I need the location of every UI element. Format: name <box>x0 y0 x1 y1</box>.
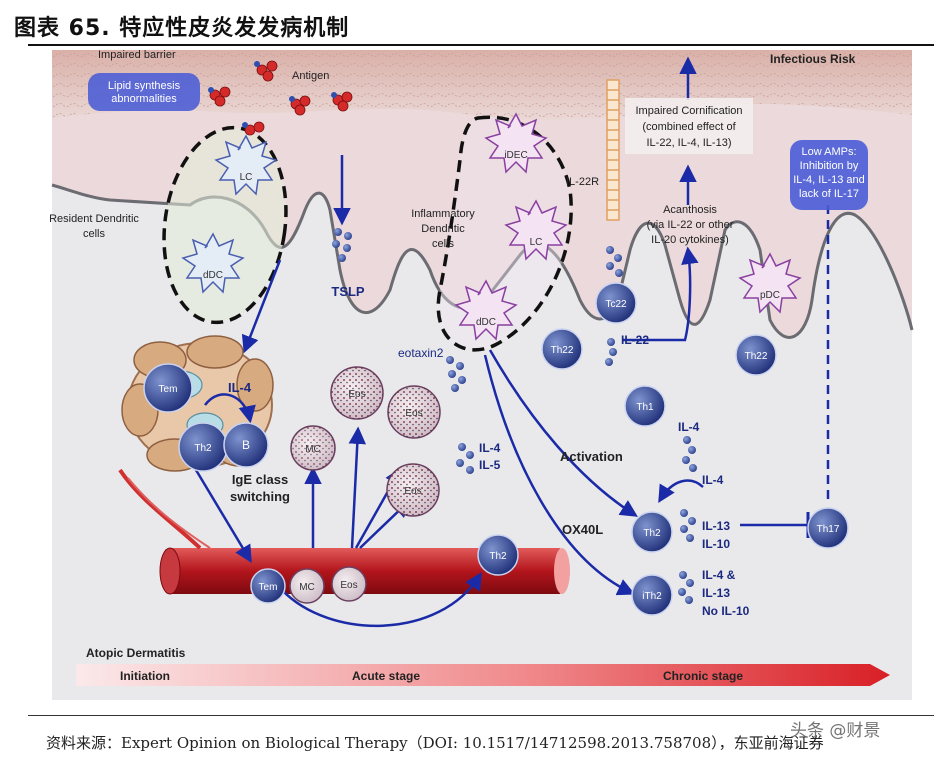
cell-label-eos-3: Eos <box>404 486 421 497</box>
infectious-risk-label: Infectious Risk <box>770 52 856 66</box>
atopic-dermatitis-label: Atopic Dermatitis <box>86 646 186 660</box>
stage-bar <box>76 664 890 686</box>
cell-label-th22-b: Th22 <box>745 351 768 362</box>
resident-dc-label-1: Resident Dendritic <box>49 213 139 225</box>
activation-label: Activation <box>560 449 623 464</box>
cell-label-th2-node: Th2 <box>194 443 212 454</box>
cell-label-tem: Tem <box>159 384 178 395</box>
cell-label-th17: Th17 <box>817 524 840 535</box>
ox40l-label: OX40L <box>562 522 603 537</box>
impaired-cornification-box <box>625 98 753 154</box>
inflammatory-dc-label-3: cells <box>432 238 455 250</box>
dendritic-cell-lc1 <box>214 134 278 196</box>
low-amps-box <box>790 140 868 210</box>
antigen-clusters <box>208 60 353 136</box>
cell-label-tc22: Tc22 <box>605 299 627 310</box>
cell-label-th2-right: Th2 <box>643 528 661 539</box>
il22r-label: IL-22R <box>566 176 599 188</box>
tslp-label: TSLP <box>331 284 365 299</box>
low-amps-label-2: Inhibition by <box>800 160 859 172</box>
lipid-label-1: Lipid synthesis <box>108 80 181 92</box>
cell-label-ddc1: dDC <box>203 270 223 281</box>
inflammatory-dc-label-2: Dendritic <box>421 223 465 235</box>
impaired-cornification-label-3: IL-22, IL-4, IL-13) <box>647 137 732 149</box>
cell-label-lc2: LC <box>530 237 543 248</box>
impaired-cornification-label-2: (combined effect of <box>642 121 736 133</box>
lipid-box <box>88 73 200 111</box>
title-rule <box>28 44 934 46</box>
ith2-cytokine-label-2: IL-13 <box>702 586 730 600</box>
cell-label-ith2: iTh2 <box>642 591 662 602</box>
eotaxin2-label: eotaxin2 <box>398 346 444 360</box>
il22r-ladder <box>606 79 620 221</box>
impaired-cornification-label-1: Impaired Cornification <box>636 105 743 117</box>
chronic-stage-label: Chronic stage <box>663 669 743 683</box>
initiation-label: Initiation <box>120 669 170 683</box>
footer-rule <box>28 715 934 716</box>
acanthosis-label-3: IL-20 cytokines) <box>651 234 729 246</box>
lipid-label-2: abnormalities <box>111 93 177 105</box>
cell-label-lc1: LC <box>240 172 253 183</box>
low-amps-label-3: IL-4, IL-13 and <box>793 174 865 186</box>
th2-cytokine-label-2: IL-13 <box>702 519 730 533</box>
mast-cell <box>290 425 336 471</box>
ith2-cytokine-label-3: No IL-10 <box>702 604 750 618</box>
cell-label-ddc2: dDC <box>476 317 496 328</box>
impaired-barrier-label: Impaired barrier <box>98 49 176 61</box>
dendritic-cell-idec <box>484 112 548 174</box>
il4-top-label: IL-4 <box>678 420 700 434</box>
cell-label-vessel-tem: Tem <box>259 582 278 593</box>
acanthosis-label-2: (via IL-22 or other <box>647 219 734 231</box>
dendritic-cell-lc2 <box>504 199 568 261</box>
ith2-cytokine-label-1: IL-4 & <box>702 568 736 582</box>
cell-label-th1: Th1 <box>636 402 654 413</box>
acanthosis-label-1: Acanthosis <box>663 204 717 216</box>
ige-label-2: switching <box>230 489 290 504</box>
il4-node-label: IL-4 <box>228 380 252 395</box>
lymphocytes <box>143 282 849 616</box>
cell-label-mc: MC <box>305 444 321 455</box>
cell-label-pdc: pDC <box>760 290 780 301</box>
figure-title: 图表 65. 特应性皮炎发发病机制 <box>14 16 350 41</box>
il4-il5-label-b: IL-5 <box>479 458 501 472</box>
cytokine-clusters <box>332 228 697 604</box>
acute-stage-label: Acute stage <box>352 669 420 683</box>
eosinophil-cells <box>330 366 441 517</box>
low-amps-label-1: Low AMPs: <box>801 146 856 158</box>
cell-label-th22-a: Th22 <box>551 345 574 356</box>
cell-label-eos-2: Eos <box>405 408 422 419</box>
dendritic-cell-ddc2 <box>454 279 518 341</box>
th2-cytokine-label-1: IL-4 <box>702 473 724 487</box>
low-amps-label-4: lack of IL-17 <box>799 188 859 200</box>
cell-label-th2-mid: Th2 <box>489 551 507 562</box>
watermark: 头条 @财景 <box>790 721 881 741</box>
cell-label-idec: iDEC <box>504 150 527 161</box>
source-note: 资料来源：Expert Opinion on Biological Therap… <box>46 734 824 752</box>
il4-il5-label-a: IL-4 <box>479 441 501 455</box>
ige-label-1: IgE class <box>232 472 288 487</box>
antigen-label: Antigen <box>292 70 329 82</box>
dendritic-cell-pdc <box>738 252 802 314</box>
cell-label-vessel-eos: Eos <box>340 580 357 591</box>
th2-cytokine-label-3: IL-10 <box>702 537 730 551</box>
cell-label-eos-1: Eos <box>348 389 365 400</box>
resident-dc-label-2: cells <box>83 228 106 240</box>
dendritic-cell-ddc1 <box>181 232 245 294</box>
inflammatory-dc-label-1: Inflammatory <box>411 208 475 220</box>
cell-label-b: B <box>242 438 250 452</box>
il22-arrow-label: IL-22 <box>621 333 649 347</box>
cell-label-vessel-mc: MC <box>299 582 315 593</box>
